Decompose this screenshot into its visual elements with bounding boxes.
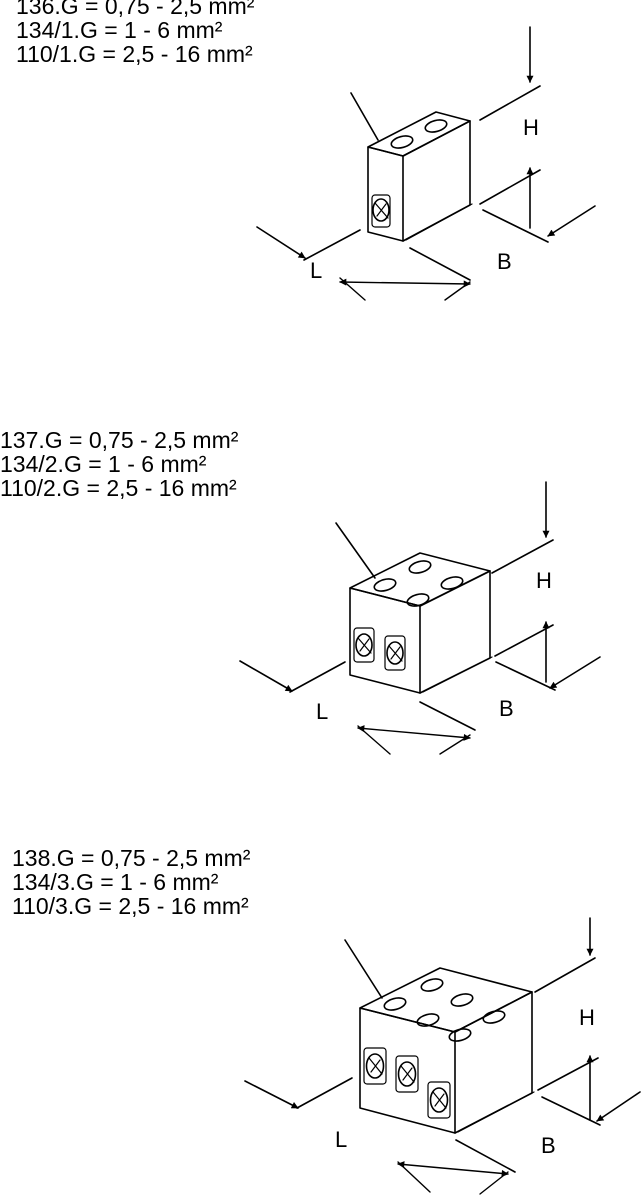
wire-hole <box>390 135 414 149</box>
leader-line <box>335 522 376 579</box>
extension-line <box>455 1139 516 1173</box>
dim-label-b-2: B <box>499 696 514 721</box>
block-side-face <box>454 991 533 1134</box>
terminal-block-2-pole <box>239 481 601 755</box>
extension-line <box>495 661 556 691</box>
dim-label-h-3: H <box>579 1005 595 1030</box>
screw <box>386 641 404 665</box>
extension-line <box>491 539 554 574</box>
dimension-arrow <box>549 656 601 689</box>
screw <box>397 1061 417 1087</box>
extension-line <box>534 957 596 993</box>
extension-line <box>289 661 346 693</box>
wire-hole <box>440 576 464 590</box>
spec-line: 110/2.G = 2,5 - 16 mm² <box>0 475 237 501</box>
wire-hole <box>416 1013 440 1027</box>
wire-hole <box>420 978 444 992</box>
dim-label-l-2: L <box>316 699 329 724</box>
wire-hole <box>406 593 430 607</box>
extension-line <box>409 247 471 281</box>
wire-hole <box>408 560 432 574</box>
spec-line: 137.G = 0,75 - 2,5 mm² <box>0 427 239 453</box>
dim-label-l-1: L <box>310 258 323 283</box>
extension-line <box>494 624 554 657</box>
spec-list-2: 137.G = 0,75 - 2,5 mm² 134/2.G = 1 - 6 m… <box>0 428 238 500</box>
extension-line <box>303 229 361 261</box>
screw <box>365 1053 385 1079</box>
leader-line <box>344 939 383 999</box>
block-side-face <box>419 570 491 694</box>
dim-label-b-3: B <box>541 1133 556 1158</box>
dimension-arrow <box>397 1161 509 1177</box>
dim-label-h-2: H <box>536 568 552 593</box>
spec-line: 134/2.G = 1 - 6 mm² <box>0 451 207 477</box>
extension-line <box>419 701 476 731</box>
spec-line: 138.G = 0,75 - 2,5 mm² <box>12 845 251 871</box>
spec-line: 134/3.G = 1 - 6 mm² <box>12 869 219 895</box>
extension-line <box>479 169 541 205</box>
wire-hole <box>373 578 397 592</box>
dimension-arrow <box>256 226 306 259</box>
dim-label-h-1: H <box>523 115 539 140</box>
spec-list-1: 136.G = 0,75 - 2,5 mm² 134/1.G = 1 - 6 m… <box>16 0 254 66</box>
block-top-face <box>359 967 533 1033</box>
spec-list-3: 138.G = 0,75 - 2,5 mm² 134/3.G = 1 - 6 m… <box>12 846 250 918</box>
block-top-face <box>367 111 471 157</box>
extension-line <box>479 85 541 121</box>
dimension-arrow <box>357 725 471 741</box>
wire-hole <box>383 997 407 1011</box>
dimension-arrow <box>239 660 293 692</box>
spec-line: 110/3.G = 2,5 - 16 mm² <box>12 893 249 919</box>
dim-label-b-1: B <box>497 249 512 274</box>
wire-hole <box>450 993 474 1007</box>
spec-line: 110/1.G = 2,5 - 16 mm² <box>16 41 253 67</box>
screw <box>372 198 390 222</box>
wire-hole <box>448 1028 472 1042</box>
dimension-arrow <box>547 205 596 237</box>
wire-hole <box>424 119 448 133</box>
extension-line <box>541 1096 601 1126</box>
extension-line <box>537 1057 599 1091</box>
wire-hole <box>482 1010 506 1024</box>
spec-line: 136.G = 0,75 - 2,5 mm² <box>16 0 255 19</box>
extension-line <box>296 1077 353 1109</box>
terminal-block-3-pole <box>244 917 641 1195</box>
dim-label-l-3: L <box>335 1127 348 1152</box>
dimension-arrow <box>244 1080 299 1109</box>
dimension-arrow <box>339 278 471 288</box>
extension-line <box>482 209 549 243</box>
screw <box>355 633 373 657</box>
dimension-arrow <box>596 1091 641 1122</box>
terminal-block-1-pole <box>256 26 596 301</box>
leader-line <box>350 92 379 141</box>
screw <box>429 1087 449 1113</box>
spec-line: 134/1.G = 1 - 6 mm² <box>16 17 223 43</box>
block-front-face <box>359 1007 456 1134</box>
